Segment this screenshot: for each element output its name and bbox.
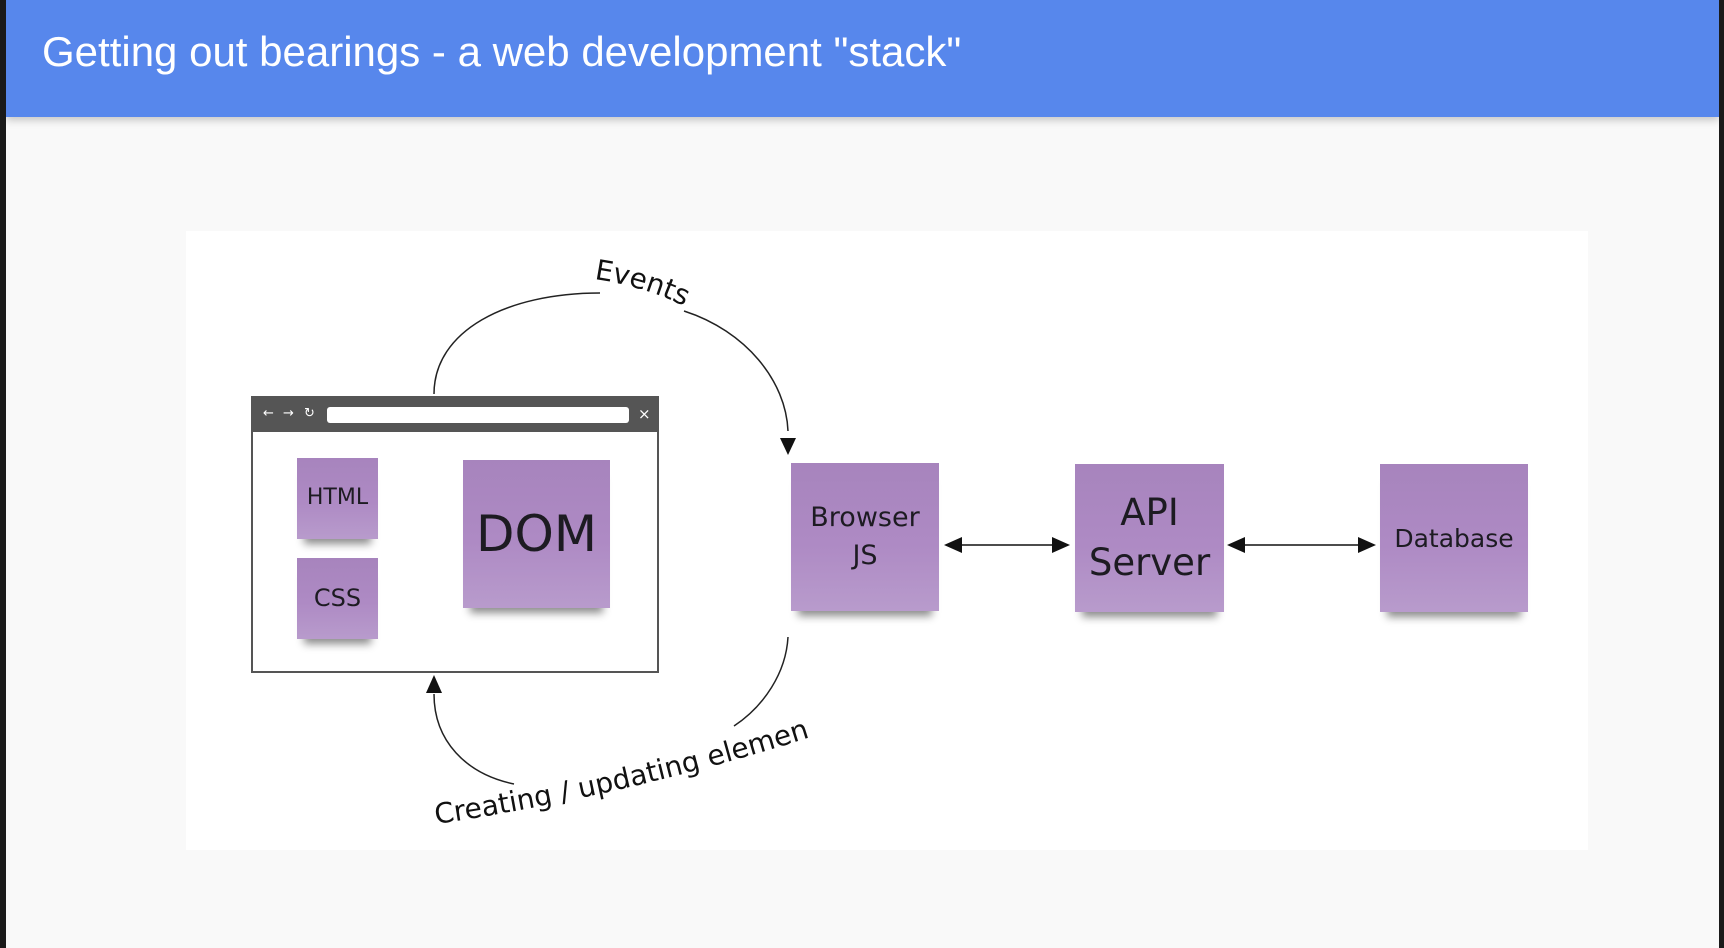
database-label: Database [1394, 523, 1514, 553]
events-arrow [433, 292, 789, 432]
css-note-label: CSS [313, 583, 362, 612]
api-server-note: API Server [1075, 464, 1224, 612]
stack-diagram: Events Creating / updating elements ← → … [179, 205, 1588, 850]
database-note: Database [1380, 464, 1528, 612]
forward-arrow-icon: → [283, 406, 294, 421]
browser-js-label-line2: JS [852, 540, 878, 571]
events-arrowhead [780, 438, 796, 455]
address-bar [327, 407, 629, 423]
slide-title: Getting out bearings - a web development… [42, 28, 962, 75]
js-api-arrowhead-left [944, 537, 962, 553]
css-note: CSS [297, 558, 378, 639]
update-arrowhead [426, 675, 442, 693]
close-icon: × [638, 405, 651, 423]
browser-js-label-line1: Browser [810, 502, 920, 534]
dom-note: DOM [463, 460, 610, 608]
api-db-arrowhead-left [1227, 537, 1245, 553]
update-arrow [433, 636, 789, 785]
js-api-arrowhead-right [1052, 537, 1070, 553]
title-bar: Getting out bearings - a web development… [6, 0, 1719, 117]
slide: Getting out bearings - a web development… [6, 0, 1719, 948]
html-note-label: HTML [306, 485, 369, 511]
browser-window: ← → ↻ × HTML CSS DOM [251, 396, 659, 673]
html-note: HTML [297, 458, 378, 539]
back-arrow-icon: ← [263, 406, 274, 421]
dom-note-label: DOM [476, 505, 597, 563]
events-label: Events [593, 253, 695, 312]
api-server-label-line2: Server [1088, 541, 1211, 584]
browser-toolbar: ← → ↻ × [253, 398, 657, 432]
api-server-label-line1: API [1120, 491, 1179, 535]
api-db-arrowhead-right [1358, 537, 1376, 553]
browser-js-note: Browser JS [791, 463, 939, 611]
reload-icon: ↻ [304, 406, 315, 421]
